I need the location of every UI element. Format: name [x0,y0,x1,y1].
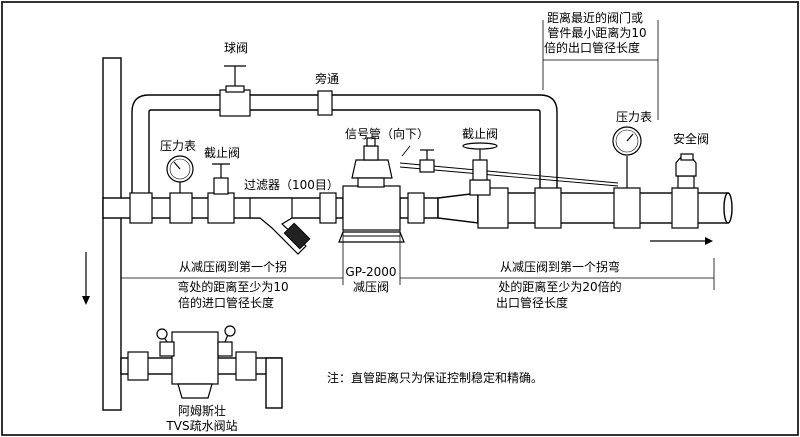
safety-valve-label: 安全阀 [673,131,709,146]
stop-valve-left [212,163,230,195]
valve-name-label: 减压阀 [353,280,389,294]
strainer-label: 过滤器（100目） [244,178,339,192]
stop-valve-left-label: 截止阀 [204,146,240,160]
trap-station-label-2: TVS疏水阀站 [165,418,237,433]
pressure-gauge-left-label: 压力表 [160,139,196,153]
trap-station-label-1: 阿姆斯壮 [178,404,226,418]
dimension-text-line: 倍的出口管径长度 [544,40,640,55]
note-text: 注：直管距离只为保证控制稳定和精确。 [327,370,543,385]
signal-pipe-label: 信号管（向下） [345,126,429,141]
pressure-gauge-left [166,155,194,193]
inlet-dimension-text: 从减压阀到第一个拐 弯处的距离至少为10 倍的进口管径长度 [177,259,288,310]
dimension-text-line: 出口管径长度 [496,295,568,310]
dimension-text-line: 管件最小距离为10 [547,25,646,40]
stop-valve-right-label: 截止阀 [462,127,498,141]
dimension-text-line: 弯处的距离至少为10 [177,279,288,294]
signal-pipe [399,145,619,187]
pressure-gauge-right [612,126,642,188]
valve-model-label: GP-2000 [345,265,396,279]
dimension-text-line: 从减压阀到第一个拐弯 [500,259,620,274]
ball-valve-body [219,89,251,117]
bypass-union [317,90,333,116]
trap-station [120,325,283,409]
ball-valve-label: 球阀 [224,41,248,55]
stop-valve-right [462,142,498,196]
vertical-drain-pipe [102,57,122,411]
strainer [249,197,311,255]
dimension-lines [121,20,715,290]
dimension-text-line: 倍的进口管径长度 [178,295,274,310]
bypass-pipe [129,65,562,229]
bypass-label: 旁通 [315,71,339,86]
pressure-gauge-right-label: 压力表 [616,110,652,124]
pipe-fittings [169,187,699,229]
dimension-text-line: 处的距离至少为20倍的 [498,279,621,294]
safety-valve [675,153,697,189]
pressure-reducing-valve [338,137,405,243]
dimension-text-line: 从减压阀到第一个拐 [179,259,287,274]
dimension-text-line: 距离最近的阀门或 [547,10,643,25]
top-right-dimension-text: 距离最近的阀门或 管件最小距离为10 倍的出口管径长度 [544,10,647,55]
outlet-dimension-text: 从减压阀到第一个拐弯 处的距离至少为20倍的 出口管径长度 [496,259,622,310]
